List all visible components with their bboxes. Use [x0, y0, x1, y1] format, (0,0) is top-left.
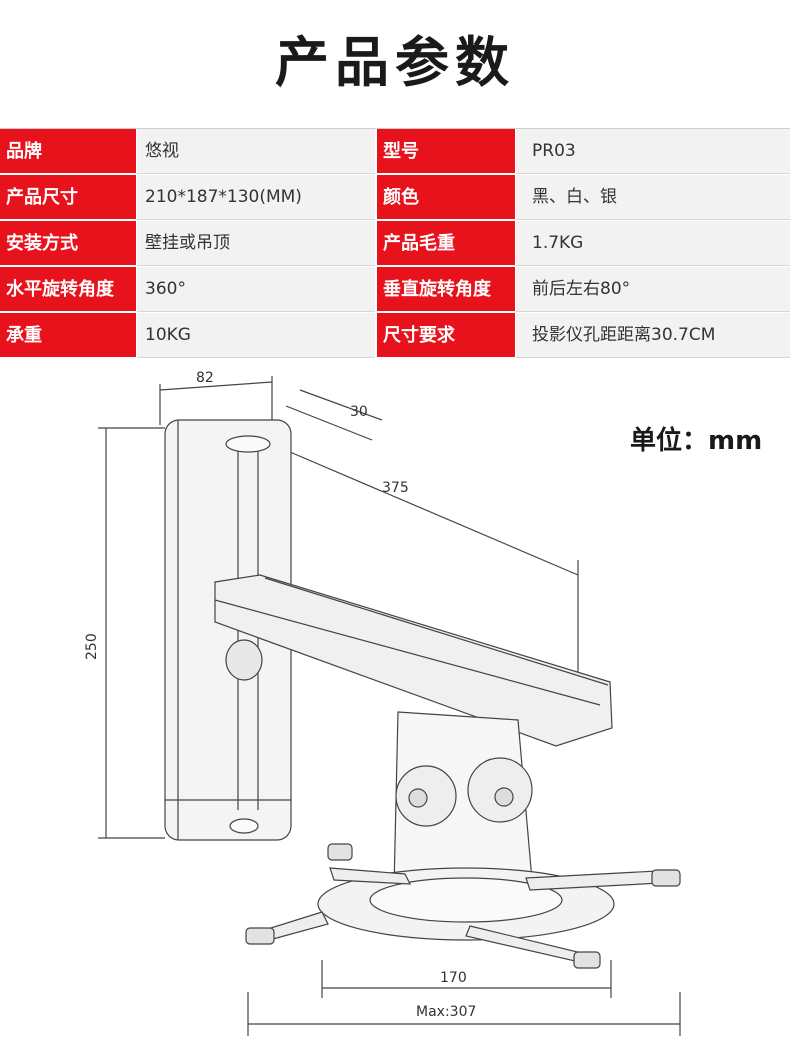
spec-label: 产品毛重 — [377, 221, 515, 266]
dim-plate-width: 170 — [440, 970, 467, 986]
dim-height: 250 — [84, 633, 100, 660]
spec-label: 型号 — [377, 129, 515, 174]
spec-row: 水平旋转角度 360° 垂直旋转角度 前后左右80° — [0, 267, 790, 313]
spec-value: 10KG — [137, 313, 375, 358]
spec-row: 品牌 悠视 型号 PR03 — [0, 129, 790, 175]
spec-value: 210*187*130(MM) — [137, 175, 375, 220]
spec-row: 安装方式 壁挂或吊顶 产品毛重 1.7KG — [0, 221, 790, 267]
product-drawing: 82 30 375 250 170 Max:307 — [84, 370, 681, 1036]
spec-value: 1.7KG — [516, 221, 790, 266]
spec-table: 品牌 悠视 型号 PR03 产品尺寸 210*187*130(MM) 颜色 黑、… — [0, 128, 790, 359]
spec-value: 360° — [137, 267, 375, 312]
spec-label: 垂直旋转角度 — [377, 267, 515, 312]
spec-row: 产品尺寸 210*187*130(MM) 颜色 黑、白、银 — [0, 175, 790, 221]
spec-value: 黑、白、银 — [516, 175, 790, 220]
dim-width-top: 82 — [196, 370, 214, 386]
unit-note: 单位：mm — [630, 426, 763, 456]
spec-label: 水平旋转角度 — [0, 267, 136, 312]
spec-label: 产品尺寸 — [0, 175, 136, 220]
spec-label: 安装方式 — [0, 221, 136, 266]
spec-label: 品牌 — [0, 129, 136, 174]
dim-arm-length: 375 — [382, 480, 409, 496]
spec-value: 投影仪孔距距离30.7CM — [516, 313, 790, 358]
page-title: 产品参数 — [275, 31, 515, 94]
spec-label: 尺寸要求 — [377, 313, 515, 358]
spec-value: 壁挂或吊顶 — [137, 221, 375, 266]
spec-row: 承重 10KG 尺寸要求 投影仪孔距距离30.7CM — [0, 313, 790, 359]
spec-value: PR03 — [516, 129, 790, 174]
spec-label: 承重 — [0, 313, 136, 358]
dim-depth: 30 — [350, 404, 368, 420]
spec-value: 悠视 — [137, 129, 375, 174]
spec-label: 颜色 — [377, 175, 515, 220]
dim-max-width: Max:307 — [416, 1004, 476, 1020]
spec-value: 前后左右80° — [516, 267, 790, 312]
